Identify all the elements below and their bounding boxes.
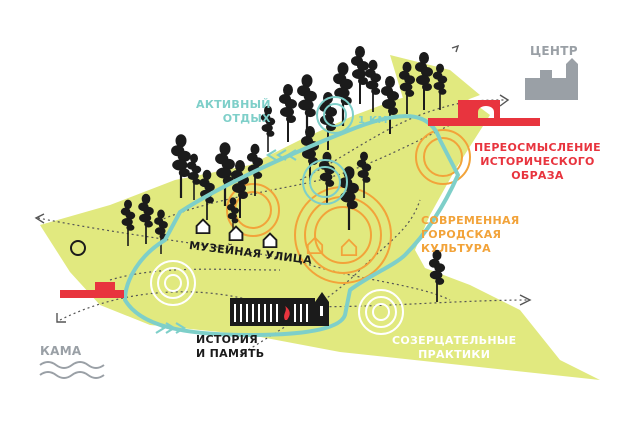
label-rethinking-line3: ОБРАЗА [511, 169, 564, 182]
label-center: ЦЕНТР [530, 44, 578, 58]
label-history-memory: ИСТОРИЯ И ПАМЯТЬ [196, 333, 264, 361]
label-modern-culture-line3: КУЛЬТУРА [421, 242, 491, 255]
river-pier-icon [60, 282, 124, 298]
label-active-rest-line1: АКТИВНЫЙ [196, 98, 271, 111]
label-history-memory-line2: И ПАМЯТЬ [196, 347, 265, 360]
label-km: 1 КМ [358, 115, 388, 126]
label-contemplative-line1: СОЗЕРЦАТЕЛЬНЫЕ [392, 334, 517, 347]
contemplative-circles [150, 260, 404, 335]
label-modern-culture: СОВРЕМЕННАЯ ГОРОДСКАЯ КУЛЬТУРА [421, 214, 520, 256]
label-modern-culture-line2: ГОРОДСКАЯ [421, 228, 502, 241]
label-kama: КАМА [40, 344, 82, 358]
route-arrows [155, 149, 297, 334]
label-contemplative: СОЗЕРЦАТЕЛЬНЫЕ ПРАКТИКИ [392, 334, 516, 362]
label-rethinking-line1: ПЕРЕОСМЫСЛЕНИЕ [474, 141, 601, 154]
park-territory [40, 55, 600, 380]
label-active-rest-line2: ОТДЫХ [222, 112, 271, 125]
active-rest-circles [302, 96, 354, 205]
label-modern-culture-line1: СОВРЕМЕННАЯ [421, 214, 520, 227]
arrow-heads [34, 44, 532, 323]
city-skyline-icon [525, 58, 578, 100]
label-active-rest: АКТИВНЫЙ ОТДЫХ [196, 98, 271, 126]
label-contemplative-line2: ПРАКТИКИ [418, 348, 491, 361]
museum-building-icon [230, 292, 329, 326]
label-rethinking: ПЕРЕОСМЫСЛЕНИЕ ИСТОРИЧЕСКОГО ОБРАЗА [474, 141, 601, 183]
point-marker [70, 240, 86, 256]
historic-gate-icon [428, 100, 540, 126]
label-rethinking-line2: ИСТОРИЧЕСКОГО [480, 155, 595, 168]
route-loop [123, 114, 460, 337]
water-waves-icon [39, 361, 105, 379]
label-history-memory-line1: ИСТОРИЯ [196, 333, 258, 346]
